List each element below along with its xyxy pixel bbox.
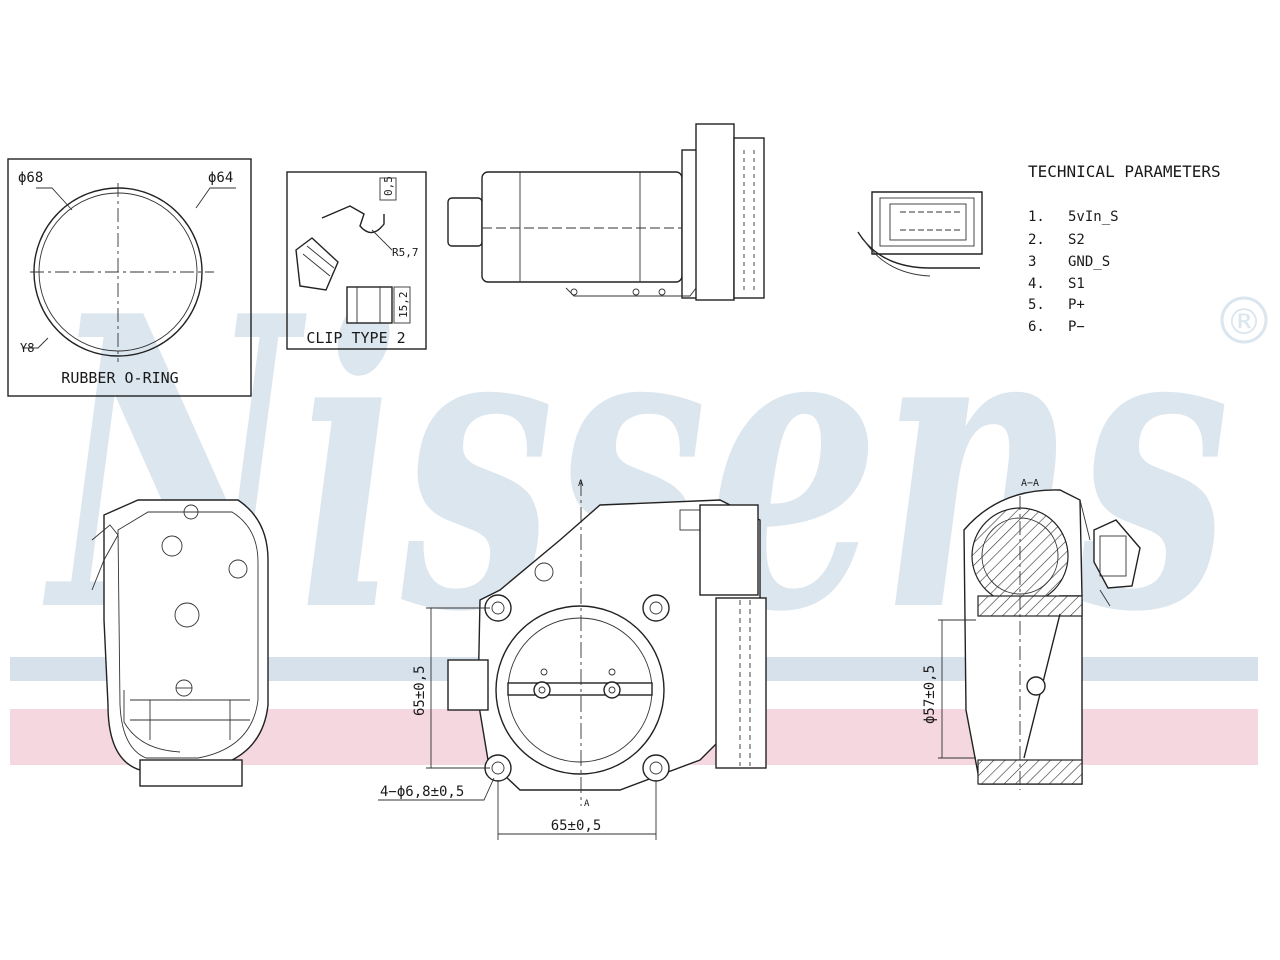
- clip-dim-height: 15,2: [397, 292, 410, 319]
- pin-2-num: 2.: [1028, 232, 1045, 248]
- oring-dia-inner: ϕ64: [208, 170, 233, 186]
- registered-mark: [1220, 296, 1268, 344]
- front-view: A A 65±0,5 65±0,5 4−ϕ6,8±0,5: [378, 479, 767, 840]
- pin-1-num: 1.: [1028, 209, 1045, 225]
- front-dim-horizontal: 65±0,5: [551, 818, 602, 834]
- front-section-top: A: [578, 479, 584, 489]
- pin-3-name: GND_S: [1068, 254, 1110, 270]
- clip-box: 0,5 R5,7 15,2 CLIP TYPE 2: [286, 171, 427, 350]
- section-label: A−A: [1021, 478, 1039, 489]
- mount-hole-br: [642, 754, 670, 782]
- pin-6-num: 6.: [1028, 319, 1045, 335]
- pin-6-name: P−: [1068, 319, 1085, 335]
- oring-caption: RUBBER O-RING: [61, 369, 178, 387]
- pin-2-name: S2: [1068, 232, 1085, 248]
- front-dim-holes: 4−ϕ6,8±0,5: [380, 784, 464, 800]
- registered-symbol: ®: [1226, 302, 1262, 343]
- connector-view: [857, 191, 983, 277]
- pin-4-num: 4.: [1028, 276, 1045, 292]
- clip-dim-radius: R5,7: [392, 246, 419, 259]
- clip-caption: CLIP TYPE 2: [306, 329, 405, 347]
- pin-4-name: S1: [1068, 276, 1085, 292]
- side-view-actuator: [447, 123, 765, 301]
- section-dim-bore: ϕ57±0,5: [922, 665, 938, 724]
- pin-1-name: 5vIn_S: [1068, 209, 1119, 225]
- oring-dia-outer: ϕ68: [18, 170, 43, 186]
- section-view: A−A ϕ57±0,5: [922, 478, 1141, 790]
- rear-view: [91, 499, 269, 787]
- mount-hole-tr: [642, 594, 670, 622]
- oring-box: ϕ68 ϕ64 Ү8 RUBBER O-RING: [7, 158, 252, 397]
- pin-3-num: 3: [1028, 254, 1036, 270]
- pin-5-name: P+: [1068, 297, 1085, 313]
- technical-parameters: TECHNICAL PARAMETERS 1. 5vIn_S 2. S2 3 G…: [1028, 162, 1221, 335]
- clip-dim-a: 0,5: [382, 176, 395, 196]
- front-dim-vertical: 65±0,5: [412, 665, 428, 716]
- throttle-bore: [495, 605, 665, 775]
- front-section-bottom: A: [584, 799, 590, 809]
- tech-title: TECHNICAL PARAMETERS: [1028, 162, 1221, 181]
- oring-thickness: Ү8: [20, 341, 34, 355]
- pin-5-num: 5.: [1028, 297, 1045, 313]
